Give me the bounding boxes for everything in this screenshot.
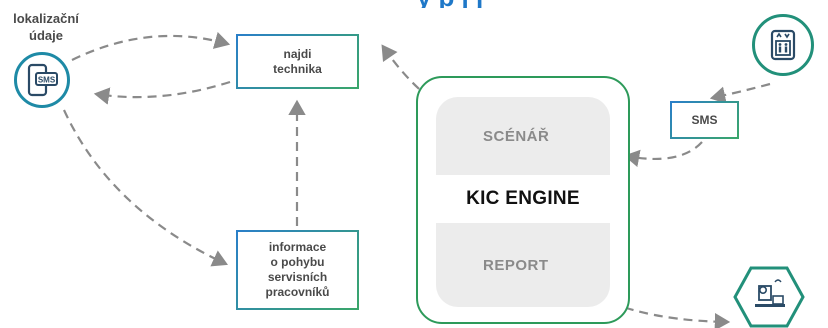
arrow-phone-to-find: [71, 31, 231, 61]
arrow-sms-to-engine: [623, 141, 703, 168]
kic-engine-title: KIC ENGINE: [466, 188, 580, 209]
page-title: y p j j: [290, 0, 610, 8]
arrow-find-to-phone: [93, 80, 231, 105]
movement-info-box: informace o pohybu servisních pracovníků: [236, 230, 359, 310]
elevator-icon: [752, 14, 814, 76]
kic-engine-band: [436, 175, 610, 223]
find-technician-box: najdi technika: [236, 34, 359, 89]
find-technician-label: najdi technika: [273, 46, 322, 76]
sms-box: SMS: [670, 101, 739, 139]
arrow-phone-to-info: [63, 109, 228, 267]
arrow-elevator-to-sms: [709, 82, 771, 104]
arrow-report-to-technician: [571, 279, 731, 328]
movement-info-label: informace o pohybu servisních pracovníků: [265, 240, 330, 299]
location-data-label: lokalizační údaje: [4, 10, 88, 44]
svg-text:SMS: SMS: [38, 76, 56, 85]
report-label: REPORT: [483, 257, 549, 274]
phone-sms-icon: SMS: [14, 52, 70, 108]
sms-label: SMS: [691, 112, 718, 127]
location-data-label-line2: údaje: [29, 28, 63, 43]
technician-at-desk-icon: [733, 266, 805, 328]
scenario-label: SCÉNÁŘ: [483, 128, 550, 145]
location-data-label-line1: lokalizační: [13, 11, 79, 26]
